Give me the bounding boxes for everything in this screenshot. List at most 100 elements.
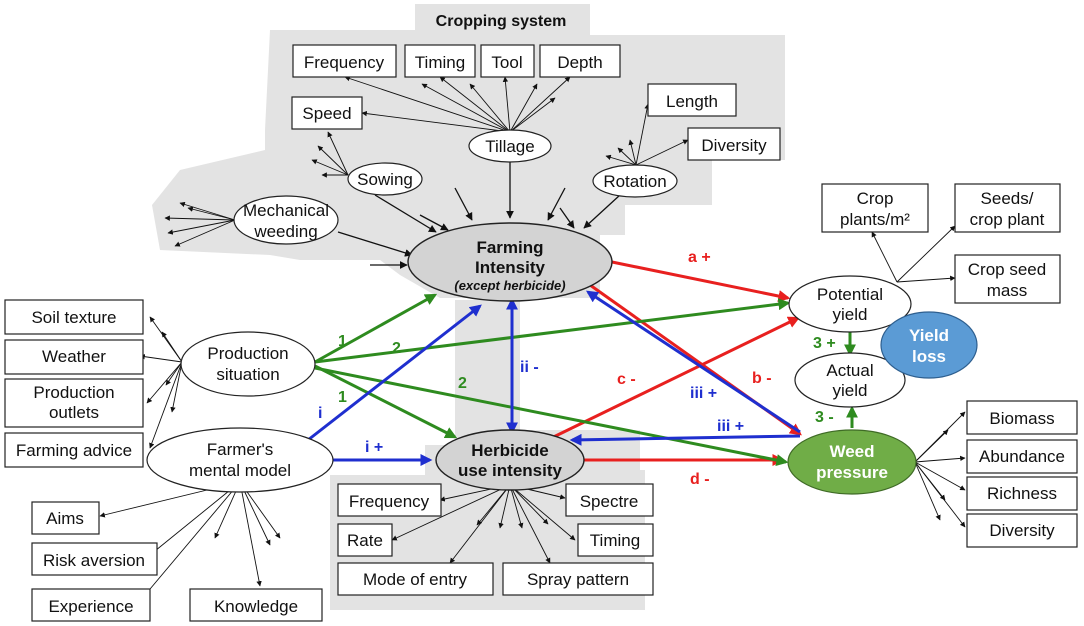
node-weed-pressure: Weed pressure bbox=[787, 429, 917, 495]
box-spray-pattern: Spray pattern bbox=[502, 562, 654, 596]
svg-text:plants/m²: plants/m² bbox=[840, 210, 910, 229]
node-rotation: Rotation bbox=[592, 164, 678, 198]
svg-text:mental model: mental model bbox=[189, 461, 291, 480]
blue-arrows bbox=[307, 290, 801, 466]
svg-text:Experience: Experience bbox=[48, 597, 133, 616]
svg-text:Tool: Tool bbox=[491, 53, 522, 72]
box-seeds-per-plant: Seeds/ crop plant bbox=[954, 183, 1061, 233]
node-potential-yield: Potential yield bbox=[788, 275, 912, 333]
box-knowledge: Knowledge bbox=[189, 588, 323, 622]
box-diversity-weed: Diversity bbox=[966, 513, 1078, 548]
weed-pressure-attribute-arrows bbox=[914, 411, 966, 528]
svg-text:Soil texture: Soil texture bbox=[31, 308, 116, 327]
box-frequency-herbicide: Frequency bbox=[337, 483, 442, 517]
box-biomass: Biomass bbox=[966, 400, 1078, 435]
svg-text:Farming: Farming bbox=[476, 238, 543, 257]
box-richness: Richness bbox=[966, 476, 1078, 511]
label-i-plus: i + bbox=[365, 439, 383, 456]
box-mode-of-entry: Mode of entry bbox=[337, 562, 494, 596]
svg-text:Timing: Timing bbox=[415, 53, 465, 72]
svg-text:(except herbicide): (except herbicide) bbox=[454, 278, 565, 293]
box-spectre: Spectre bbox=[565, 483, 654, 517]
svg-text:Diversity: Diversity bbox=[701, 136, 767, 155]
svg-text:Actual: Actual bbox=[826, 361, 873, 380]
cropping-system-title: Cropping system bbox=[436, 13, 567, 30]
farming-intensity-input-arrows bbox=[337, 160, 621, 269]
box-timing-top: Timing bbox=[404, 44, 476, 78]
label-3-minus: 3 - bbox=[815, 409, 834, 426]
label-c: c - bbox=[617, 371, 636, 388]
label-3-plus: 3 + bbox=[813, 335, 836, 352]
label-iii-top: iii + bbox=[690, 385, 717, 402]
svg-text:Weather: Weather bbox=[42, 347, 106, 366]
svg-text:yield: yield bbox=[833, 305, 868, 324]
label-1-bottom: 1 bbox=[338, 389, 347, 406]
svg-text:Frequency: Frequency bbox=[349, 492, 430, 511]
label-iii-bottom: iii + bbox=[717, 418, 744, 435]
svg-text:Spectre: Spectre bbox=[580, 492, 639, 511]
box-timing-herbicide: Timing bbox=[577, 523, 654, 557]
svg-text:Farmer's: Farmer's bbox=[207, 440, 274, 459]
box-farming-advice: Farming advice bbox=[4, 432, 144, 468]
svg-text:Rotation: Rotation bbox=[603, 172, 666, 191]
svg-text:mass: mass bbox=[987, 281, 1028, 300]
svg-text:Production: Production bbox=[207, 344, 288, 363]
svg-text:outlets: outlets bbox=[49, 403, 99, 422]
svg-text:use intensity: use intensity bbox=[458, 461, 562, 480]
svg-text:loss: loss bbox=[912, 347, 946, 366]
potential-yield-attribute-arrows bbox=[871, 225, 956, 283]
svg-text:Sowing: Sowing bbox=[357, 170, 413, 189]
box-speed: Speed bbox=[291, 96, 363, 130]
box-depth: Depth bbox=[539, 44, 621, 78]
svg-text:Herbicide: Herbicide bbox=[471, 441, 548, 460]
svg-text:Farming advice: Farming advice bbox=[16, 441, 132, 460]
production-situation-attribute-arrows bbox=[139, 316, 183, 449]
sowing-attribute-arrows bbox=[311, 131, 349, 178]
svg-text:Tillage: Tillage bbox=[485, 137, 534, 156]
label-2-bottom: 2 bbox=[458, 375, 467, 392]
label-a: a + bbox=[688, 249, 711, 266]
svg-text:Crop: Crop bbox=[857, 189, 894, 208]
svg-text:weeding: weeding bbox=[253, 222, 317, 241]
svg-text:Diversity: Diversity bbox=[989, 521, 1055, 540]
svg-text:Yield: Yield bbox=[909, 326, 949, 345]
box-soil-texture: Soil texture bbox=[4, 299, 144, 335]
svg-text:Length: Length bbox=[666, 92, 718, 111]
svg-text:yield: yield bbox=[833, 381, 868, 400]
svg-text:Speed: Speed bbox=[302, 104, 351, 123]
label-1-top: 1 bbox=[338, 333, 347, 350]
svg-text:Aims: Aims bbox=[46, 509, 84, 528]
svg-text:Knowledge: Knowledge bbox=[214, 597, 298, 616]
label-ii: ii - bbox=[520, 359, 539, 376]
box-frequency-top: Frequency bbox=[292, 44, 397, 78]
node-herbicide-use-intensity: Herbicide use intensity bbox=[435, 429, 585, 491]
box-rate: Rate bbox=[337, 523, 393, 557]
svg-text:Mode of entry: Mode of entry bbox=[363, 570, 467, 589]
box-diversity-rotation: Diversity bbox=[687, 127, 781, 161]
label-d: d - bbox=[690, 471, 710, 488]
svg-text:Production: Production bbox=[33, 383, 114, 402]
svg-text:Seeds/: Seeds/ bbox=[981, 189, 1034, 208]
box-crop-plants: Crop plants/m² bbox=[821, 183, 929, 233]
rotation-attribute-arrows bbox=[605, 103, 689, 166]
node-actual-yield: Actual yield bbox=[794, 352, 906, 408]
node-farmers-mental-model: Farmer's mental model bbox=[146, 427, 334, 493]
svg-text:Biomass: Biomass bbox=[989, 409, 1054, 428]
svg-text:Depth: Depth bbox=[557, 53, 602, 72]
svg-text:Crop seed: Crop seed bbox=[968, 260, 1046, 279]
svg-text:Abundance: Abundance bbox=[979, 447, 1065, 466]
svg-text:Mechanical: Mechanical bbox=[243, 201, 329, 220]
svg-text:situation: situation bbox=[216, 365, 279, 384]
node-mechanical-weeding: Mechanical weeding bbox=[233, 195, 339, 245]
svg-text:crop plant: crop plant bbox=[970, 210, 1045, 229]
label-i: i bbox=[318, 405, 322, 422]
box-risk-aversion: Risk aversion bbox=[31, 542, 158, 576]
svg-text:pressure: pressure bbox=[816, 463, 888, 482]
box-weather: Weather bbox=[4, 339, 144, 375]
label-b: b - bbox=[752, 370, 772, 387]
svg-text:Risk aversion: Risk aversion bbox=[43, 551, 145, 570]
node-yield-loss: Yield loss bbox=[880, 311, 978, 379]
node-sowing: Sowing bbox=[347, 162, 423, 196]
svg-text:Frequency: Frequency bbox=[304, 53, 385, 72]
